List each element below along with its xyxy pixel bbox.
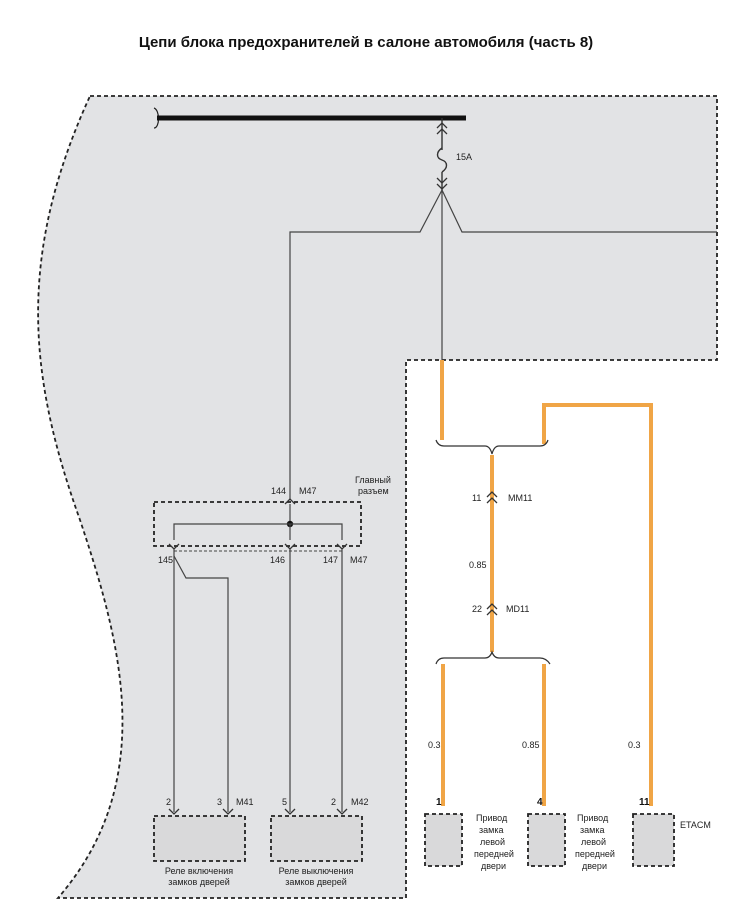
relay-m41-pin-a: 2 bbox=[166, 797, 171, 807]
orange-wire-etacm-loop bbox=[542, 403, 653, 806]
relay-unlock-box bbox=[270, 815, 363, 862]
actuator-front-pin: 4 bbox=[537, 797, 543, 808]
actuator-front-name-4: передней bbox=[575, 849, 615, 859]
relay-lock-box bbox=[153, 815, 246, 862]
actuator-left-name-5: двери bbox=[481, 861, 506, 871]
etacm-name: ETACM bbox=[680, 820, 711, 830]
fuse-box-zone bbox=[37, 95, 718, 899]
main-connector-code-top: M47 bbox=[299, 486, 317, 496]
connector-mm11-pin: 11 bbox=[472, 493, 481, 503]
wire-size-right: 0.3 bbox=[628, 740, 641, 750]
relay-unlock-name-2: замков дверей bbox=[285, 877, 347, 887]
actuator-left-pin: 1 bbox=[436, 797, 442, 808]
main-connector-contact-top bbox=[284, 498, 296, 505]
wire-size-left: 0.3 bbox=[428, 740, 441, 750]
fuse-element bbox=[436, 147, 448, 173]
actuator-front-name-3: левой bbox=[581, 837, 606, 847]
wire-split bbox=[289, 189, 443, 500]
relay-m42-code: M42 bbox=[351, 797, 369, 807]
connector-md11-code: MD11 bbox=[506, 604, 529, 614]
fuse-rating: 15A bbox=[456, 152, 472, 162]
wire-size-main: 0.85 bbox=[469, 560, 487, 570]
upper-split-bracket bbox=[435, 439, 549, 455]
actuator-left-name-3: левой bbox=[480, 837, 505, 847]
relay-m41-contacts bbox=[168, 808, 234, 815]
orange-wires bbox=[440, 360, 653, 806]
actuator-front-name-1: Привод bbox=[577, 813, 609, 823]
lower-split-bracket bbox=[435, 650, 551, 665]
fuse-contact-top bbox=[436, 122, 448, 135]
actuator-left-name-4: передней bbox=[474, 849, 514, 859]
main-connector-pin-146: 146 bbox=[270, 555, 285, 565]
relay-m41-code: M41 bbox=[236, 797, 254, 807]
etacm-box bbox=[632, 813, 675, 867]
main-connector-pin-145: 145 bbox=[158, 555, 173, 565]
relay-lock-name-1: Реле включения bbox=[165, 866, 233, 876]
wire-split-right bbox=[441, 189, 717, 233]
main-connector-label-1: Главный bbox=[355, 475, 391, 485]
actuator-front-box bbox=[527, 813, 566, 867]
relay-m42-pin-b: 2 bbox=[331, 797, 336, 807]
actuator-left-box bbox=[424, 813, 463, 867]
page-title: Цепи блока предохранителей в салоне авто… bbox=[138, 34, 594, 51]
main-connector-pin-147: 147 bbox=[323, 555, 338, 565]
main-connector-inner-bus bbox=[173, 523, 343, 540]
connector-md11-contacts bbox=[486, 603, 498, 616]
actuator-front-name-2: замка bbox=[580, 825, 604, 835]
relay-unlock-name-1: Реле выключения bbox=[279, 866, 354, 876]
connector-mm11-contacts bbox=[486, 491, 498, 504]
relay-m41-pin-b: 3 bbox=[217, 797, 222, 807]
wire-145-to-m41-pin3 bbox=[173, 555, 229, 812]
main-connector-pin-144: 144 bbox=[271, 486, 286, 496]
relay-m42-pin-a: 5 bbox=[282, 797, 287, 807]
actuator-front-name-5: двери bbox=[582, 861, 607, 871]
main-connector-code-right: M47 bbox=[350, 555, 368, 565]
etacm-pin: 11 bbox=[639, 797, 650, 808]
main-connector-box bbox=[153, 501, 362, 547]
wire-size-mid: 0.85 bbox=[522, 740, 540, 750]
relay-m42-contacts bbox=[284, 808, 348, 815]
actuator-left-name-2: замка bbox=[479, 825, 503, 835]
fuse-contact-bottom bbox=[436, 177, 448, 190]
main-connector-label-2: разъем bbox=[358, 486, 389, 496]
connector-mm11-code: MM11 bbox=[508, 493, 532, 503]
connector-md11-pin: 22 bbox=[472, 604, 482, 614]
actuator-left-name-1: Привод bbox=[476, 813, 508, 823]
relay-lock-name-2: замков дверей bbox=[168, 877, 230, 887]
